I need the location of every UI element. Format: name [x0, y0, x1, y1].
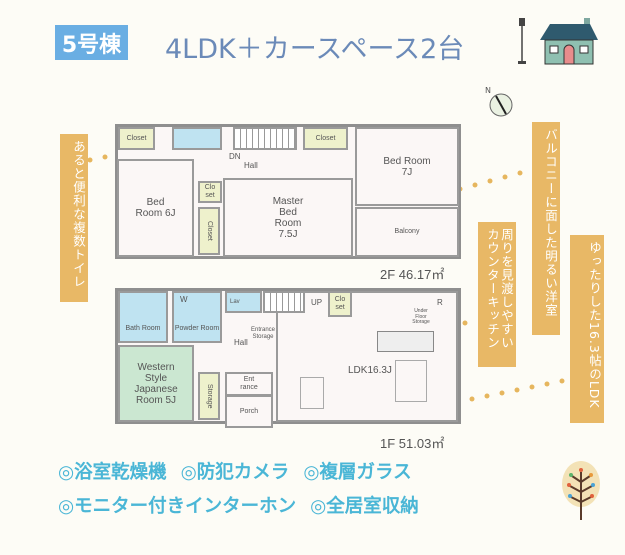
room-bedroom-7j: Bed Room 7J [355, 127, 459, 206]
plan-title: 4LDK＋カースペース2台 [165, 34, 465, 65]
refrigerator-label: R [437, 298, 443, 307]
porch: Porch [225, 395, 273, 428]
room-bath: Bath Room [118, 291, 168, 343]
room-closet: Clo set [198, 181, 222, 203]
room-closet: Closet [118, 127, 155, 150]
features-line-1: ◎浴室乾燥機 ◎防犯カメラ ◎複層ガラス [58, 458, 426, 484]
callout-kitchen: 周りを見渡しやすいカウンターキッチン [478, 222, 516, 367]
room-ldk: LDK16.3J [276, 291, 458, 422]
room-storage: Storage [198, 372, 220, 420]
building-badge: 5号棟 [55, 25, 128, 60]
room-toilet-2f [172, 127, 222, 150]
room-closet: Clo set [328, 291, 352, 317]
room-powder: Powder Room [172, 291, 222, 343]
feature-bathroom-dryer: ◎浴室乾燥機 [58, 462, 167, 483]
stairs-up-label: UP [311, 298, 323, 307]
room-entrance: Ent rance [225, 372, 273, 396]
feature-all-room-storage: ◎全居室収納 [310, 496, 419, 517]
hall-label: Hall [244, 161, 258, 170]
room-toilet-1f: Lav [225, 291, 262, 313]
feature-double-glazing: ◎複層ガラス [303, 462, 412, 483]
street-lamp-icon [518, 18, 526, 64]
feature-security-camera: ◎防犯カメラ [180, 462, 290, 483]
ldk-label: LDK16.3J [348, 365, 392, 376]
under-floor-storage-label: Under Floor Storage [412, 308, 430, 325]
compass-north-label: N [485, 86, 491, 95]
tree-icon [562, 461, 600, 520]
callout-bedroom: バルコニーに面した明るい洋室 [532, 122, 560, 335]
room-japanese-style: Western Style Japanese Room 5J [118, 345, 194, 422]
compass-icon [489, 93, 513, 117]
room-closet: Closet [198, 207, 220, 255]
entrance-storage-label: Entrance Storage [250, 327, 275, 340]
room-master-bedroom: Master Bed Room 7.5J [223, 178, 353, 257]
dining-table [395, 360, 427, 402]
features-line-2: ◎モニター付きインターホン ◎全居室収納 [58, 492, 433, 518]
sofa-table [300, 377, 324, 409]
room-closet: Closet [303, 127, 348, 150]
callout-toilets: あると便利な複数トイレ [60, 134, 88, 302]
area-1f: 1F 51.03㎡ [380, 436, 445, 451]
hall-label: Hall [234, 338, 248, 347]
kitchen-counter [377, 331, 434, 352]
feature-monitor-intercom: ◎モニター付きインターホン [58, 496, 297, 517]
room-balcony: Balcony [355, 207, 459, 257]
room-bedroom-6j: Bed Room 6J [117, 159, 194, 257]
stairs-down-label: DN [229, 152, 241, 161]
callout-ldk: ゆったりした16.3帖のLDK [570, 235, 604, 423]
house-icon [540, 18, 598, 65]
area-2f: 2F 46.17㎡ [380, 267, 445, 282]
stairs-1f [263, 291, 305, 313]
washer-label: W [180, 295, 188, 304]
stairs-2f [233, 127, 297, 150]
